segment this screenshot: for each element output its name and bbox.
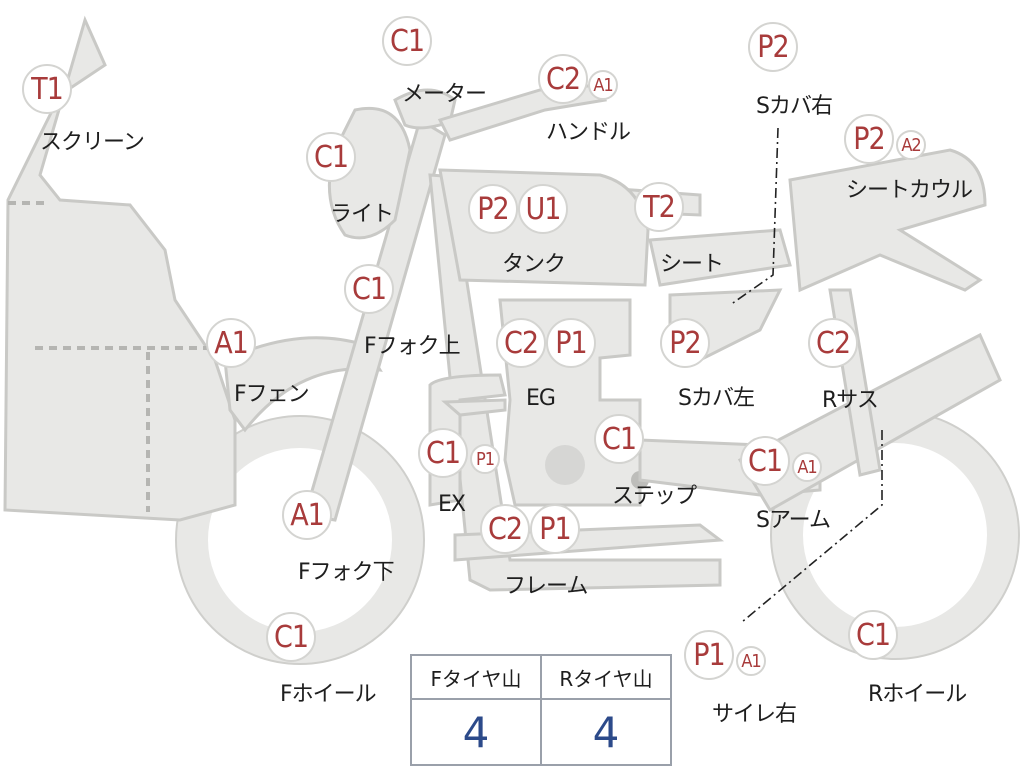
leader-s-cover-right (729, 127, 779, 306)
f-fender-label: Fフェン (234, 382, 310, 407)
swing-arm-label: Sアーム (756, 508, 831, 533)
f-fork-upper-code-1[interactable]: C1 (344, 264, 394, 314)
meter-shape (393, 88, 457, 130)
handle-label: ハンドル (546, 120, 631, 145)
engine-code-1[interactable]: C2 (496, 318, 546, 368)
f-wheel-code-1[interactable]: C1 (266, 612, 316, 662)
handle-code-2[interactable]: A1 (588, 70, 618, 100)
f-wheel-label: Fホイール (280, 682, 377, 707)
frame-shape (428, 173, 722, 592)
s-cover-left-label: Sカバ左 (678, 386, 755, 411)
frame-code-1[interactable]: C2 (480, 504, 530, 554)
s-cover-right-label: Sカバ右 (756, 94, 833, 119)
exhaust-pipe (441, 398, 507, 417)
engine-code-2[interactable]: P1 (546, 318, 596, 368)
r-wheel-label: Rホイール (868, 682, 967, 707)
meter-code-1[interactable]: C1 (382, 16, 432, 66)
tank-code-2[interactable]: U1 (518, 184, 568, 234)
front-fork-shape (303, 117, 447, 522)
front-wheel-edge (175, 415, 425, 665)
f-fork-upper-label: Fフォク上 (364, 334, 461, 359)
screen-label: スクリーン (40, 130, 145, 155)
tank-label: タンク (502, 252, 566, 277)
silencer-right-code-2[interactable]: A1 (736, 646, 766, 676)
light-label: ライト (330, 202, 394, 227)
screen-code-1[interactable]: T1 (22, 64, 72, 114)
frame-code-2[interactable]: P1 (530, 504, 580, 554)
meter-label: メーター (402, 82, 487, 107)
engine-cover (545, 445, 585, 485)
silencer-right-code-1[interactable]: P1 (684, 630, 734, 680)
frame-label: フレーム (504, 574, 588, 599)
front-fender-shape (223, 336, 383, 433)
step-code-1[interactable]: C1 (594, 414, 644, 464)
seat-label: シート (660, 252, 724, 277)
swing-arm-code-2[interactable]: A1 (792, 452, 822, 482)
exhaust-label: EX (438, 492, 466, 517)
f-fork-lower-label: Fフォク下 (298, 560, 395, 585)
front-tire-header: Fタイヤ山 (412, 656, 542, 700)
screen-dashline-2 (35, 346, 210, 512)
handle-code-1[interactable]: C2 (538, 54, 588, 104)
tire-tread-table: Fタイヤ山 Rタイヤ山 4 4 (410, 654, 672, 766)
silencer-right-label: サイレ右 (712, 702, 797, 727)
light-code-1[interactable]: C1 (306, 132, 356, 182)
swing-arm-code-1[interactable]: C1 (740, 436, 790, 486)
r-suspension-label: Rサス (822, 388, 879, 413)
engine-label: EG (526, 386, 556, 411)
step-label: ステップ (612, 484, 697, 509)
leader-silencer-right (741, 430, 883, 623)
tank-code-1[interactable]: P2 (468, 184, 518, 234)
seat-code-1[interactable]: T2 (634, 182, 684, 232)
f-fork-lower-code-1[interactable]: A1 (282, 490, 332, 540)
seat-cowl-code-1[interactable]: P2 (844, 114, 894, 164)
exhaust-code-1[interactable]: C1 (418, 428, 468, 478)
seat-cowl-label: シートカウル (846, 178, 973, 203)
s-cover-right-code-1[interactable]: P2 (748, 22, 798, 72)
exhaust-code-2[interactable]: P1 (470, 444, 500, 474)
f-fender-code-1[interactable]: A1 (206, 318, 256, 368)
seat-cowl-code-2[interactable]: A2 (896, 130, 926, 160)
r-suspension-code-1[interactable]: C2 (808, 318, 858, 368)
seat-shape (648, 228, 792, 287)
rear-tire-header: Rタイヤ山 (542, 656, 670, 700)
rear-tire-value[interactable]: 4 (592, 707, 620, 757)
r-wheel-code-1[interactable]: C1 (848, 610, 898, 660)
front-tire-value[interactable]: 4 (412, 700, 542, 764)
s-cover-left-code-1[interactable]: P2 (660, 318, 710, 368)
seat-cowl-shape (788, 148, 987, 293)
